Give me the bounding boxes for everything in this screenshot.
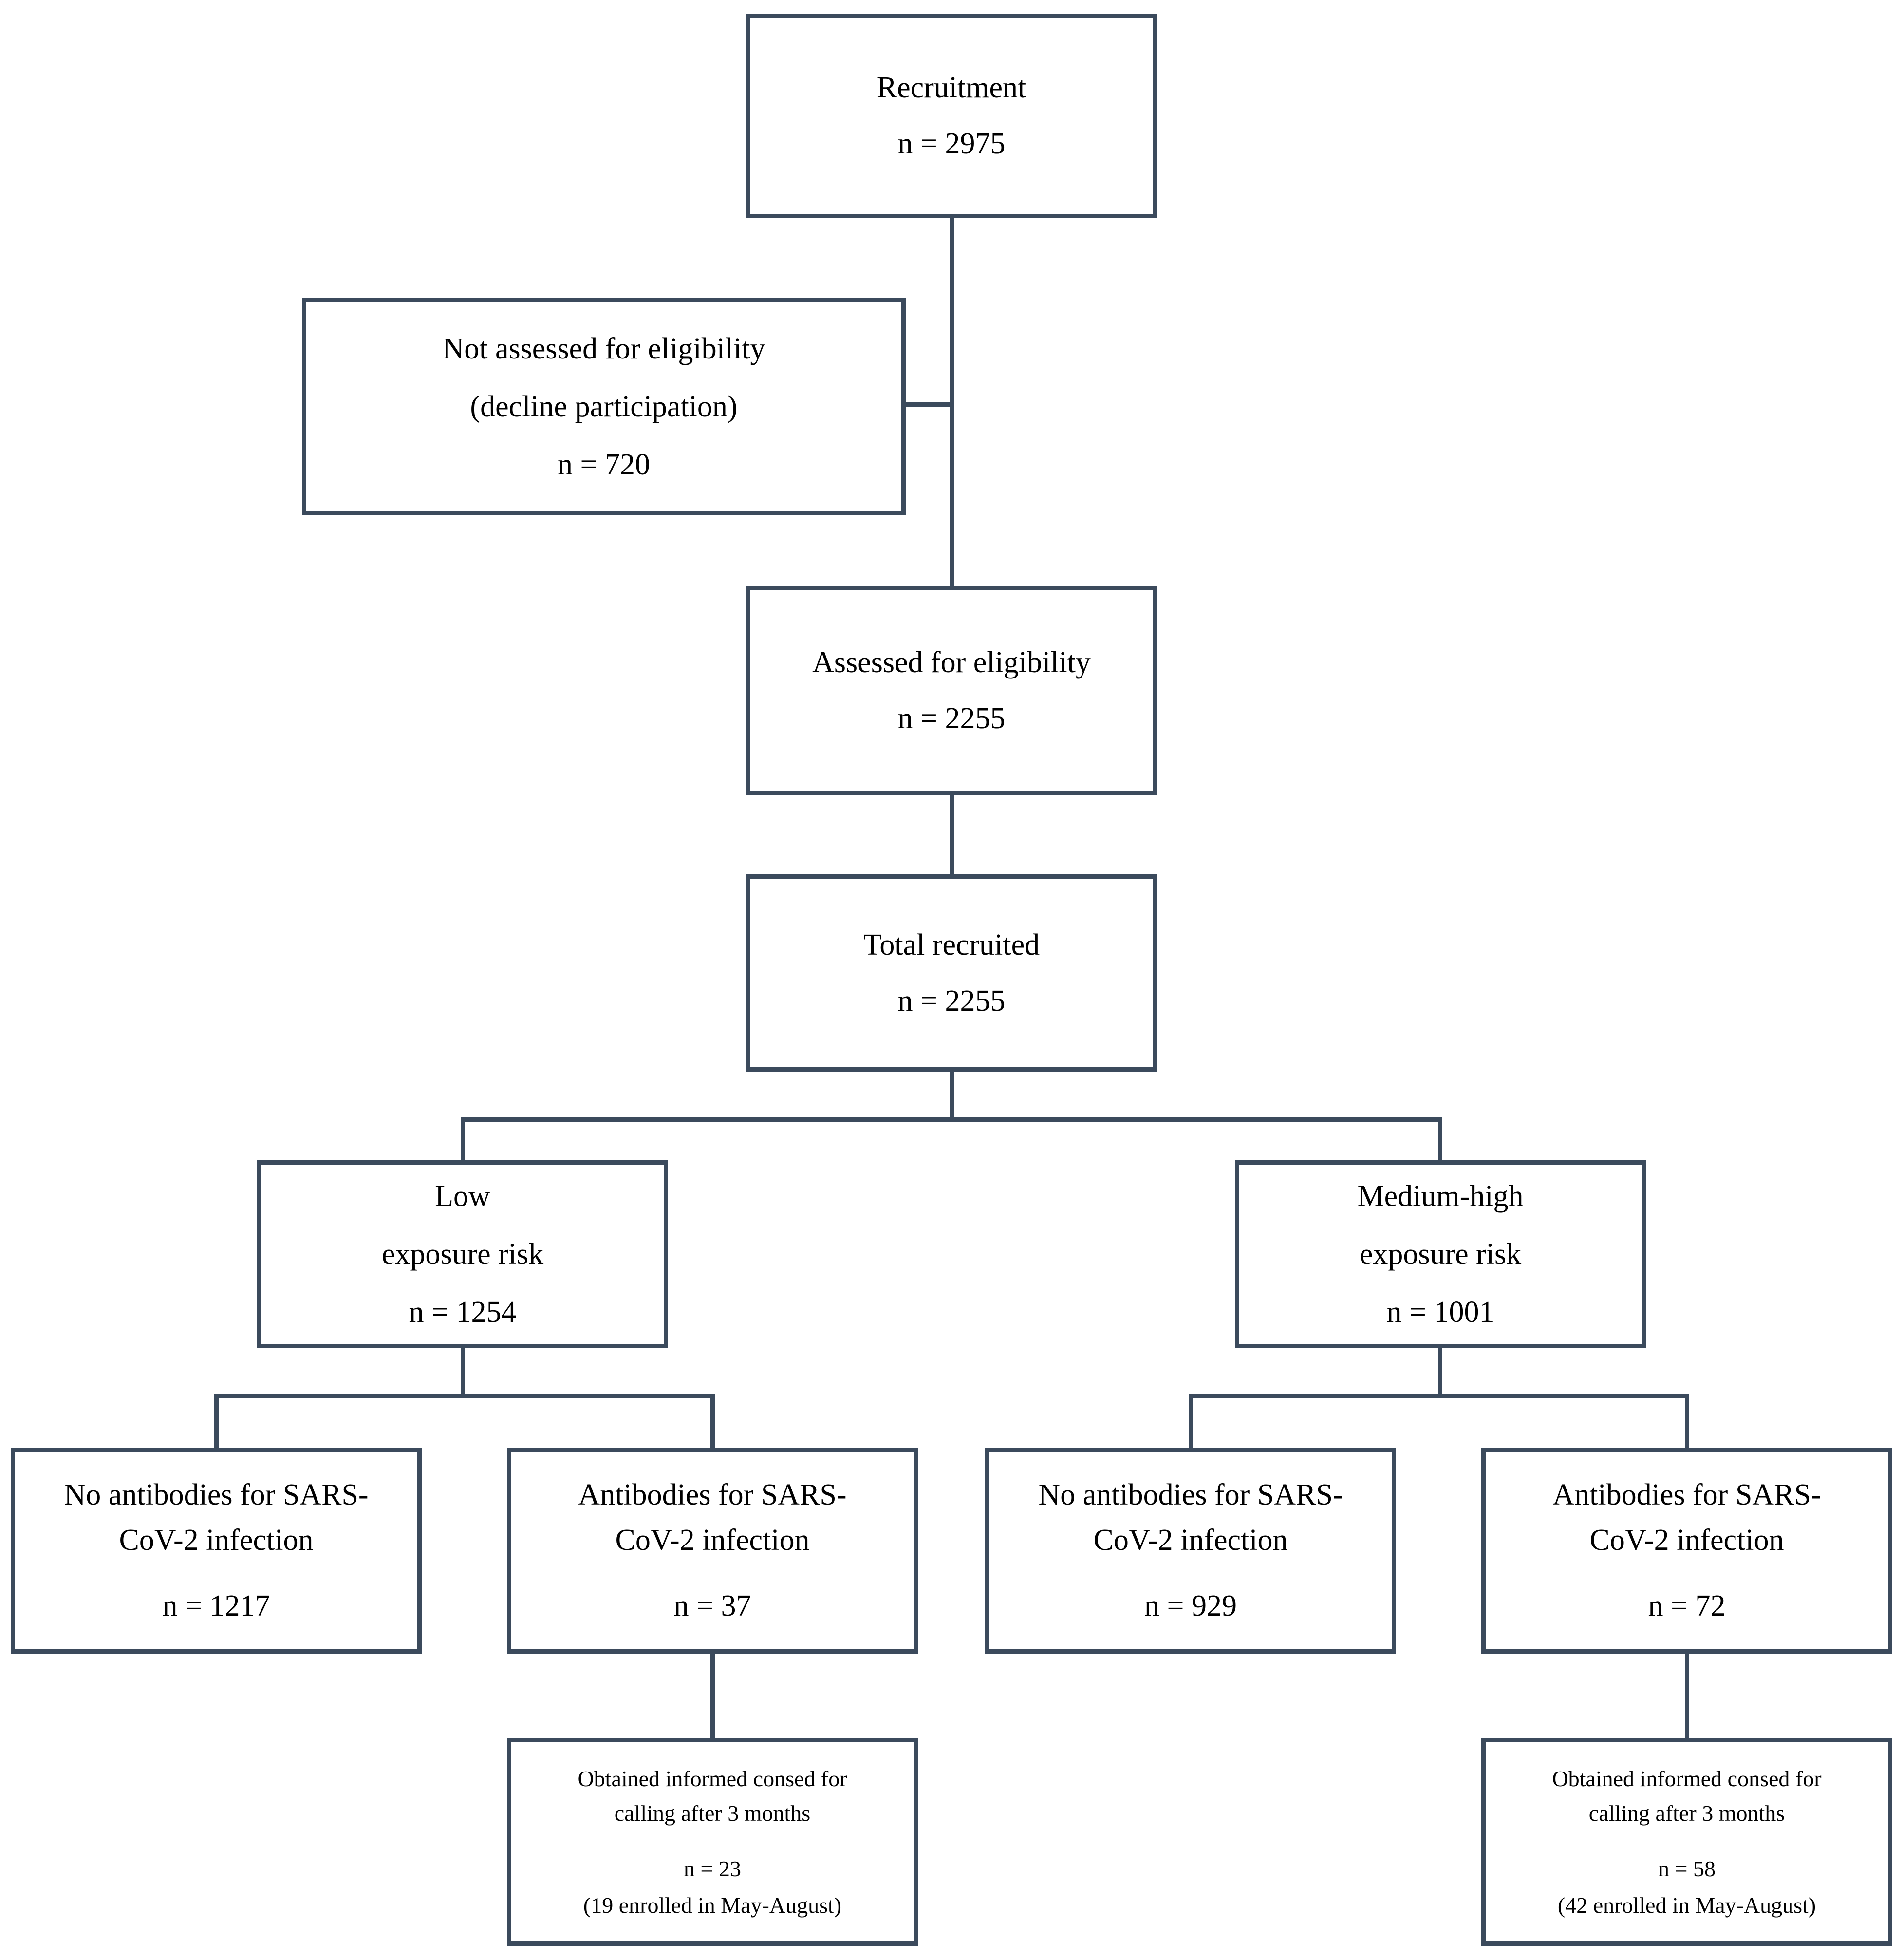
box-n-value: n = 2255 (897, 984, 1006, 1018)
box-n-value: n = 1217 (162, 1589, 270, 1622)
connector-ab-med-consent (1685, 1652, 1689, 1740)
box-label: Obtained informed consed for calling aft… (578, 1766, 847, 1826)
box-n-value: n = 58 (1658, 1856, 1716, 1881)
connector-medium-split-stem (1438, 1346, 1442, 1397)
connector-drop-ab-med (1685, 1394, 1689, 1450)
box-label: Antibodies for SARS- CoV-2 infection (1552, 1478, 1821, 1557)
box-n-value: n = 1254 (409, 1295, 517, 1329)
connector-drop-no-ab-med (1189, 1394, 1193, 1450)
flow-box-low-exposure-risk: Low exposure risk n = 1254 (257, 1160, 668, 1348)
box-sublabel: exposure risk (381, 1237, 544, 1271)
box-n-value: n = 2975 (897, 127, 1006, 160)
flow-box-antibodies-medium-risk: Antibodies for SARS- CoV-2 infection n =… (1481, 1448, 1892, 1654)
flow-box-informed-consent-low-risk: Obtained informed consed for calling aft… (507, 1738, 918, 1946)
box-n-value: n = 720 (558, 448, 650, 481)
connector-drop-ab-low (710, 1394, 715, 1450)
connector-drop-low-risk (461, 1117, 465, 1162)
box-label: Low (435, 1179, 490, 1213)
box-label: No antibodies for SARS- CoV-2 infection (64, 1478, 369, 1557)
box-label: Recruitment (877, 71, 1026, 104)
flow-box-assessed-for-eligibility: Assessed for eligibility n = 2255 (746, 586, 1157, 795)
connector-drop-medium-risk (1438, 1117, 1442, 1162)
box-label: Obtained informed consed for calling aft… (1552, 1766, 1822, 1826)
box-n-value: n = 2255 (897, 702, 1006, 735)
flow-box-informed-consent-medium-risk: Obtained informed consed for calling aft… (1481, 1738, 1892, 1946)
connector-low-split-stem (461, 1346, 465, 1397)
box-label: Medium-high (1357, 1179, 1524, 1213)
flow-box-antibodies-low-risk: Antibodies for SARS- CoV-2 infection n =… (507, 1448, 918, 1654)
box-n-value: n = 72 (1648, 1589, 1726, 1622)
flow-box-medium-high-exposure-risk: Medium-high exposure risk n = 1001 (1235, 1160, 1646, 1348)
flow-box-total-recruited: Total recruited n = 2255 (746, 874, 1157, 1072)
box-label: No antibodies for SARS- CoV-2 infection (1038, 1478, 1343, 1557)
box-sublabel: exposure risk (1359, 1237, 1522, 1271)
box-n-value: n = 929 (1144, 1589, 1237, 1622)
flow-box-recruitment: Recruitment n = 2975 (746, 14, 1157, 218)
box-sublabel: (decline participation) (470, 390, 738, 423)
box-label: Antibodies for SARS- CoV-2 infection (578, 1478, 847, 1557)
box-n-value: n = 37 (673, 1589, 751, 1622)
connector-low-split-horizontal (214, 1394, 715, 1398)
box-enrolled-note: (42 enrolled in May-August) (1557, 1892, 1816, 1918)
box-enrolled-note: (19 enrolled in May-August) (583, 1892, 842, 1918)
connector-ab-low-consent (710, 1652, 715, 1740)
connector-drop-no-ab-low (214, 1394, 219, 1450)
connector-risk-split-horizontal (461, 1117, 1442, 1122)
box-label: Total recruited (863, 928, 1040, 961)
box-label: Not assessed for eligibility (442, 332, 765, 365)
box-n-value: n = 23 (684, 1856, 741, 1881)
flow-box-no-antibodies-low-risk: No antibodies for SARS- CoV-2 infection … (11, 1448, 422, 1654)
connector-recruitment-assessed (950, 216, 954, 588)
connector-medium-split-horizontal (1189, 1394, 1689, 1398)
connector-total-split-stem (950, 1070, 954, 1120)
connector-not-assessed-branch (904, 402, 952, 407)
box-n-value: n = 1001 (1386, 1295, 1494, 1329)
connector-assessed-total (950, 793, 954, 876)
box-label: Assessed for eligibility (812, 646, 1091, 679)
flow-box-no-antibodies-medium-risk: No antibodies for SARS- CoV-2 infection … (985, 1448, 1396, 1654)
flow-box-not-assessed: Not assessed for eligibility (decline pa… (302, 298, 906, 515)
